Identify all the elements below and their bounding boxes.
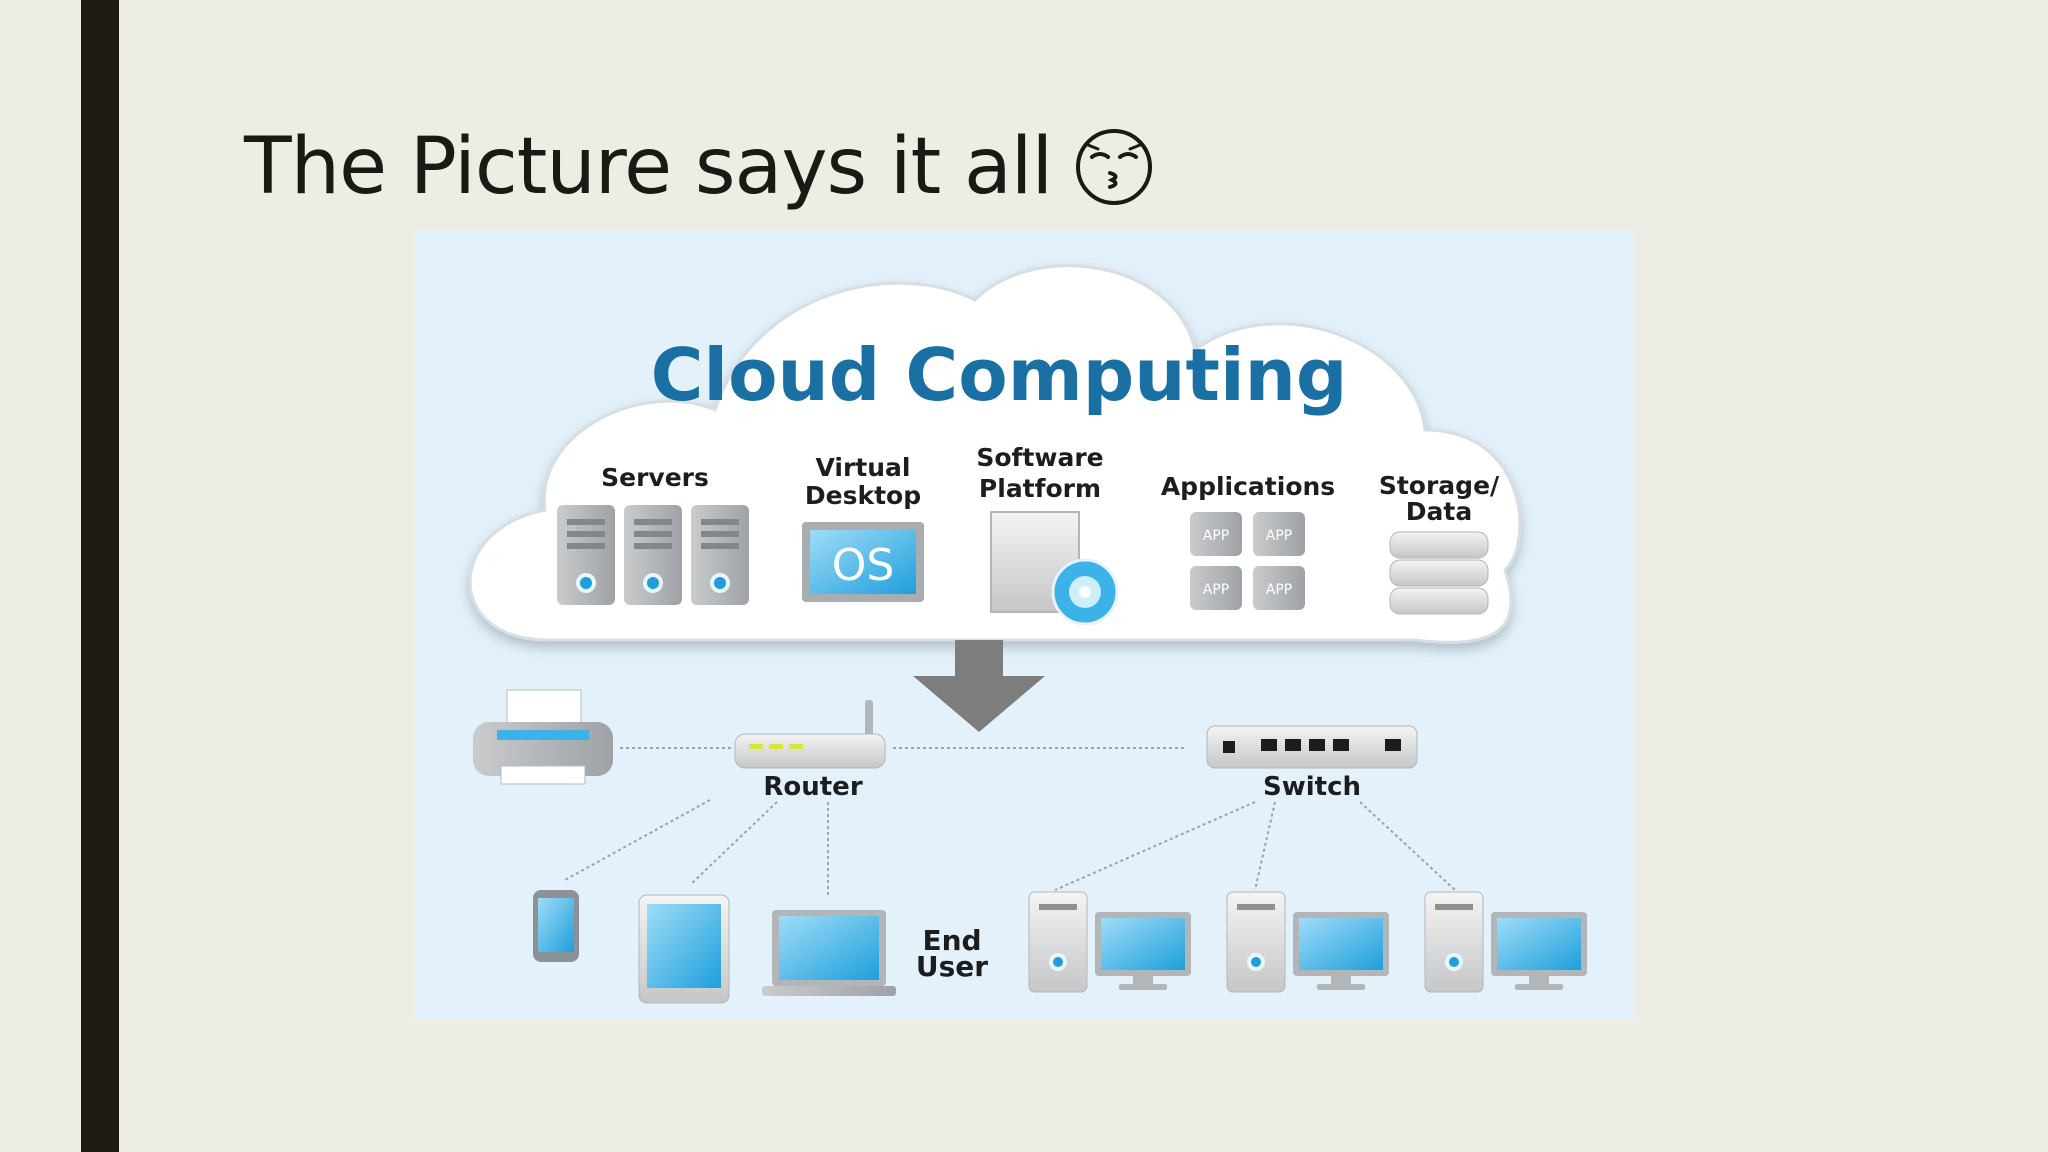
storage-data-label-line1: Storage/ bbox=[1379, 471, 1500, 500]
network-connection-lines bbox=[564, 747, 1456, 898]
desktop-computer-icon bbox=[1028, 891, 1191, 993]
slide-accent-bar bbox=[81, 0, 119, 1152]
os-monitor-icon: OS bbox=[802, 522, 924, 602]
app-tile-label: APP bbox=[1266, 528, 1292, 544]
switch-label: Switch bbox=[1263, 772, 1361, 802]
tablet-icon bbox=[638, 894, 730, 1004]
server-rack-icon bbox=[557, 505, 749, 605]
kissing-face-icon bbox=[1076, 129, 1153, 205]
app-tile-label: APP bbox=[1266, 582, 1292, 598]
printer-icon bbox=[473, 689, 613, 785]
database-icon bbox=[1389, 531, 1489, 615]
slide-title: The Picture says it all bbox=[244, 112, 1154, 222]
applications-label: Applications bbox=[1161, 472, 1335, 501]
app-tile-label: APP bbox=[1203, 582, 1229, 598]
software-platform-label-line1: Software bbox=[976, 443, 1103, 472]
down-arrow-icon bbox=[913, 640, 1045, 732]
diagram-canvas: Cloud Computing Servers Virtual Desktop … bbox=[468, 264, 1587, 1004]
slide-title-text: The Picture says it all bbox=[244, 122, 1053, 212]
end-user-label-line1: End bbox=[922, 924, 981, 957]
app-tile-label: APP bbox=[1203, 528, 1229, 544]
os-label: OS bbox=[832, 540, 895, 591]
cloud-title: Cloud Computing bbox=[651, 333, 1348, 417]
laptop-icon bbox=[762, 910, 896, 996]
storage-data-label-line2: Data bbox=[1406, 497, 1472, 526]
desktop-computer-icon bbox=[1226, 891, 1389, 993]
end-user-label-line2: User bbox=[916, 950, 988, 983]
software-platform-label-line2: Platform bbox=[979, 474, 1101, 503]
virtual-desktop-label-line2: Desktop bbox=[805, 481, 921, 510]
cloud-computing-diagram: Cloud Computing Servers Virtual Desktop … bbox=[415, 230, 1633, 1020]
software-disc-icon bbox=[990, 511, 1119, 626]
smartphone-icon bbox=[533, 890, 579, 962]
servers-label: Servers bbox=[601, 463, 709, 492]
desktop-computer-icon bbox=[1424, 891, 1587, 993]
router-icon bbox=[734, 700, 886, 769]
app-grid-icon: APP APP APP APP bbox=[1190, 512, 1305, 610]
switch-icon bbox=[1206, 725, 1418, 769]
virtual-desktop-label-line1: Virtual bbox=[816, 453, 911, 482]
router-label: Router bbox=[763, 772, 862, 802]
